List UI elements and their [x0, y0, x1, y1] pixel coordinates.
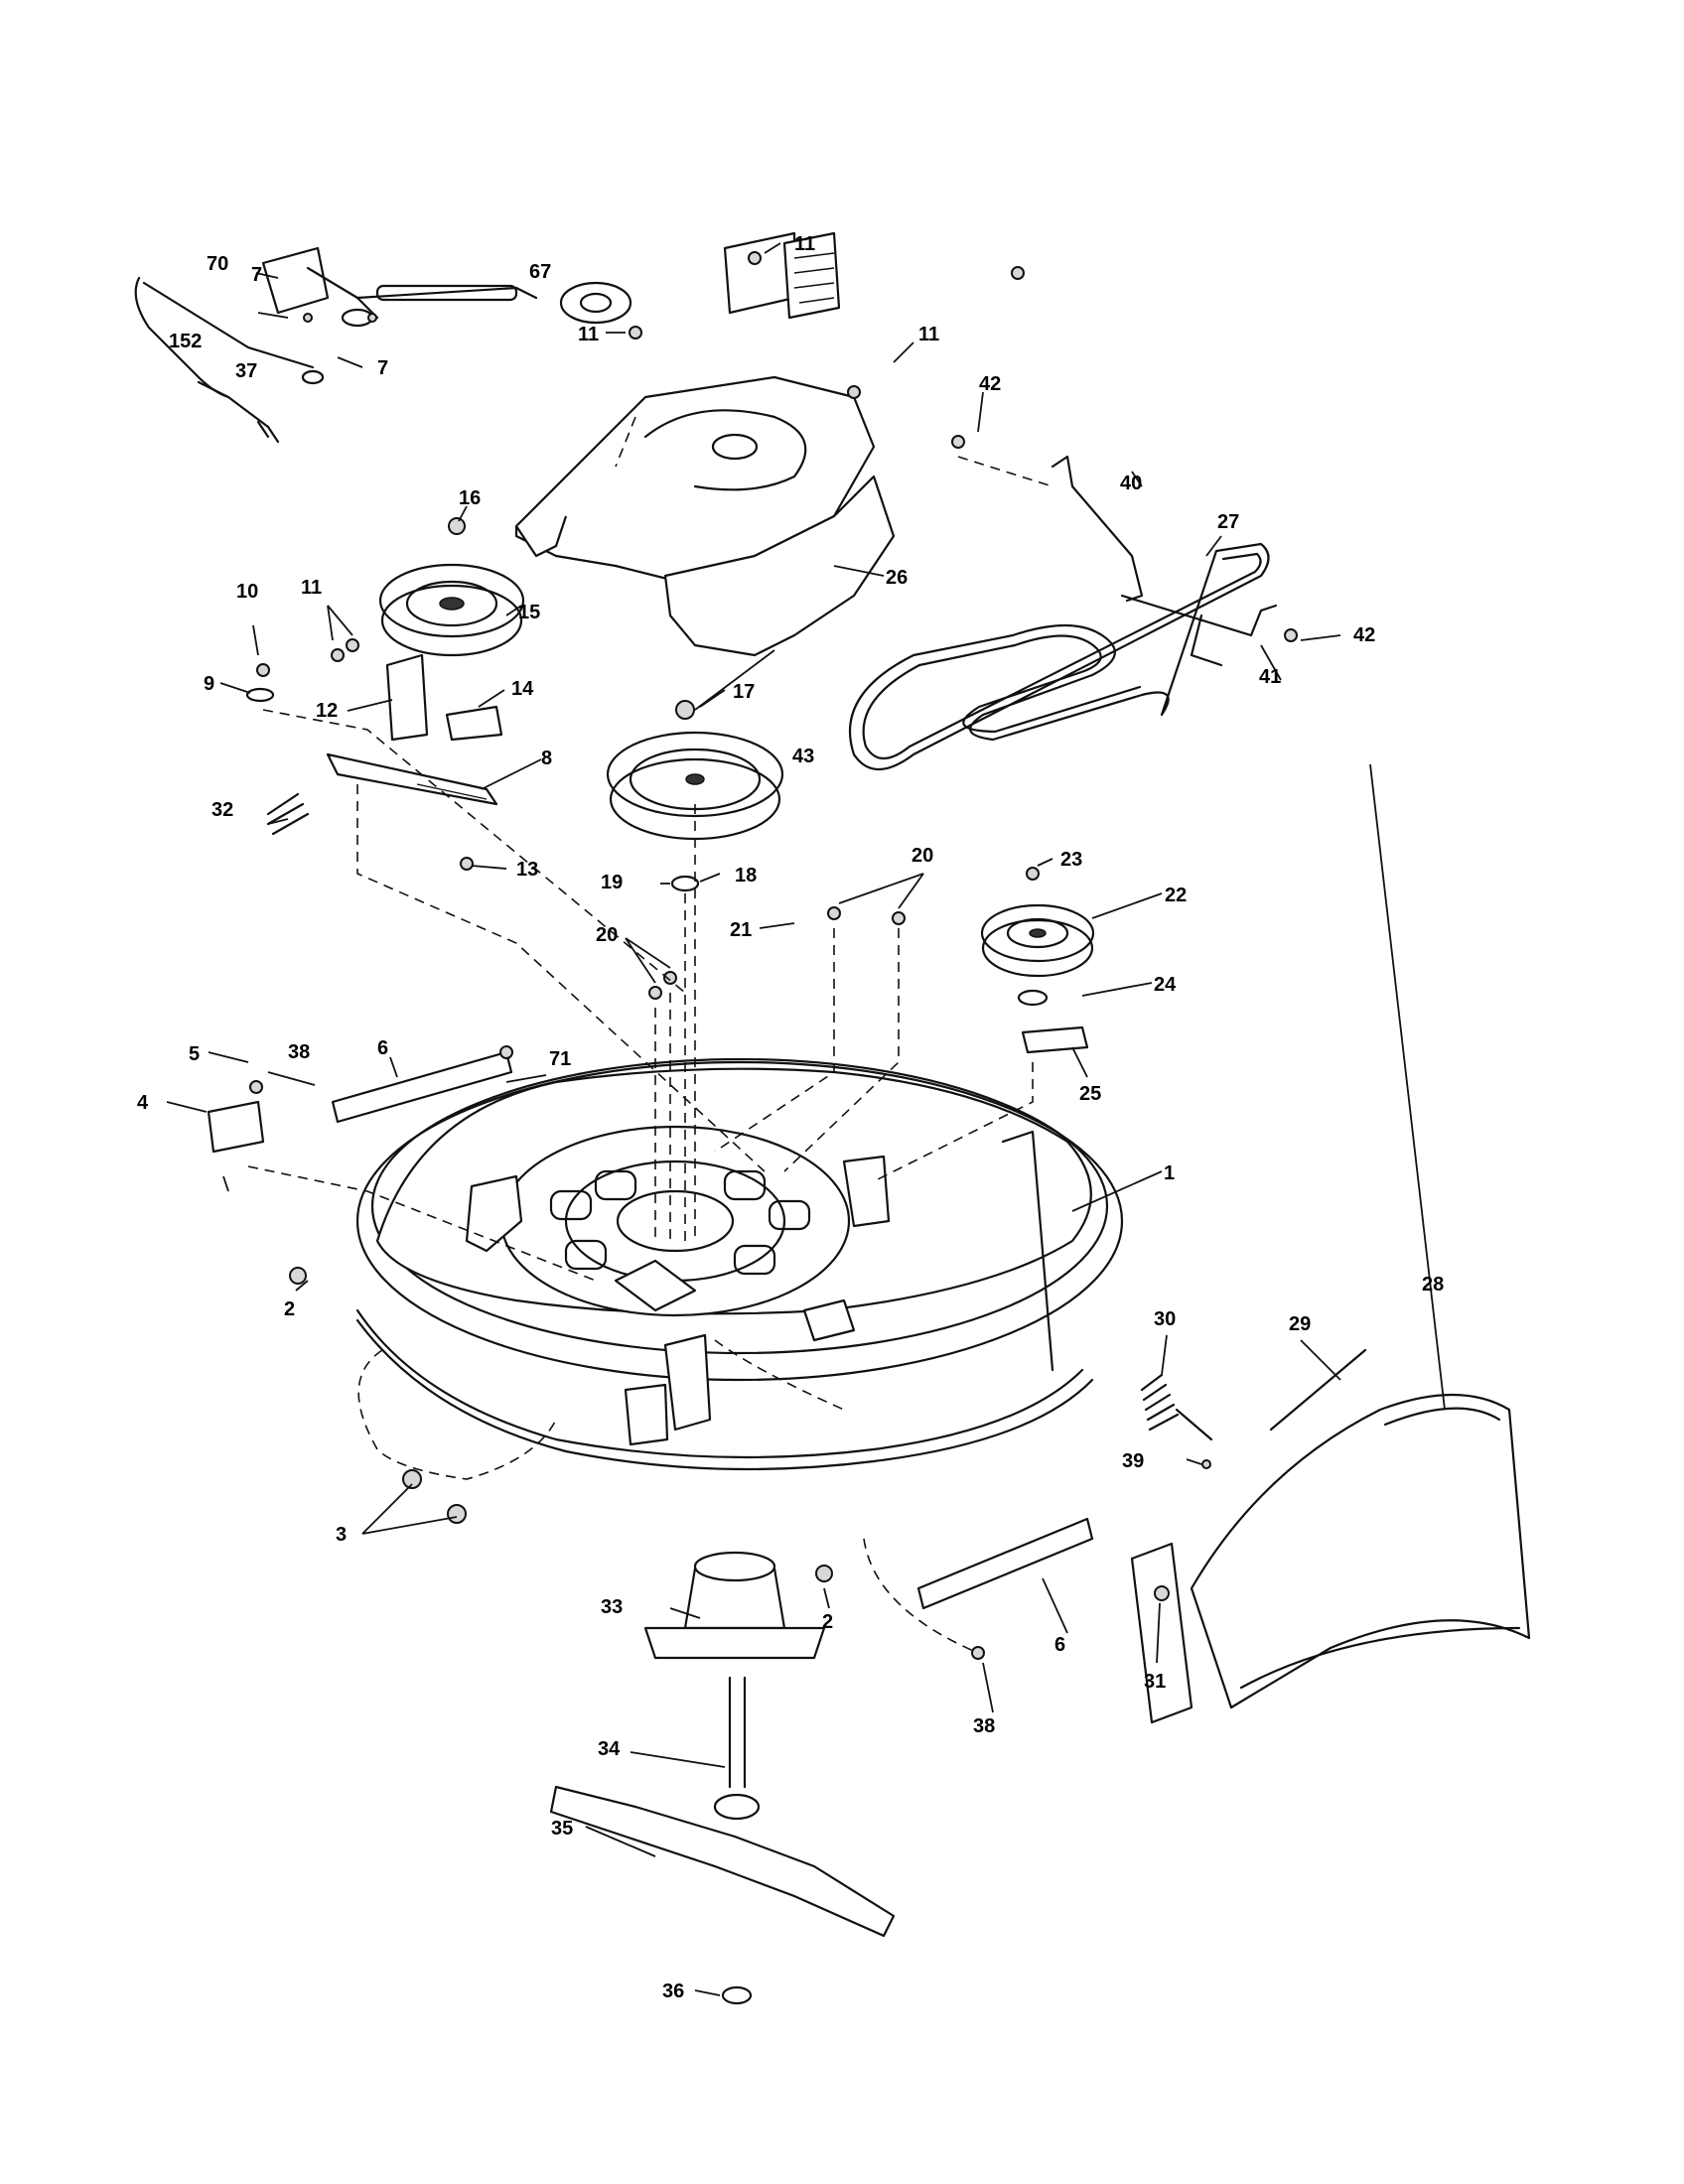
callout-2: 2 [284, 1298, 295, 1320]
spindle-assembly [643, 1551, 826, 1821]
callout-21: 21 [730, 919, 752, 941]
callout-20: 20 [912, 845, 933, 867]
callout-6: 6 [377, 1037, 388, 1059]
discharge-chute [1130, 1393, 1531, 1724]
callout-10: 10 [236, 581, 258, 603]
callout-1: 1 [1164, 1162, 1175, 1184]
callout-67: 67 [529, 261, 551, 283]
callout-43: 43 [792, 746, 814, 767]
callout-22: 22 [1165, 885, 1187, 906]
callout-35: 35 [551, 1818, 573, 1840]
callout-15: 15 [518, 602, 540, 623]
callout-7: 7 [377, 357, 388, 379]
callout-24: 24 [1154, 974, 1177, 996]
callout-16: 16 [459, 487, 481, 509]
callout-38: 38 [288, 1041, 310, 1063]
callout-9: 9 [204, 673, 214, 695]
callout-11: 11 [794, 233, 815, 255]
chute-spring-and-rod [1140, 1348, 1367, 1441]
callout-4: 4 [137, 1092, 149, 1114]
callout-11: 11 [301, 577, 322, 599]
deck-cover [514, 231, 896, 657]
callout-20: 20 [596, 924, 618, 946]
callout-12: 12 [316, 700, 338, 722]
callout-13: 13 [516, 859, 538, 881]
callout-5: 5 [189, 1043, 200, 1065]
callout-18: 18 [735, 865, 757, 887]
callout-38: 38 [973, 1715, 995, 1737]
callout-37: 37 [235, 360, 257, 382]
callout-26: 26 [886, 567, 908, 589]
callout-30: 30 [1154, 1308, 1176, 1330]
callout-25: 25 [1079, 1083, 1101, 1105]
mower-blade [549, 1785, 896, 2005]
callout-2: 2 [822, 1611, 833, 1633]
callout-8: 8 [541, 748, 552, 769]
callout-11: 11 [578, 324, 599, 345]
callout-42: 42 [1353, 624, 1375, 646]
callout-28: 28 [1422, 1274, 1444, 1296]
callout-70: 70 [207, 253, 228, 275]
idler-rods [1051, 455, 1278, 667]
idler-arm-assembly [266, 653, 503, 836]
callout-11: 11 [918, 324, 939, 345]
drive-belt [849, 542, 1270, 770]
callout-42: 42 [979, 373, 1001, 395]
callout-labels: 1 2 2 3 4 5 6 6 7 7 8 9 10 11 11 11 11 1… [137, 233, 1444, 2002]
callout-41: 41 [1259, 666, 1281, 688]
callout-39: 39 [1122, 1450, 1144, 1472]
alignment-lines [247, 416, 1053, 1654]
idler-pulley-15 [378, 563, 525, 657]
callout-19: 19 [601, 872, 623, 893]
callout-71: 71 [549, 1048, 571, 1070]
deck-hangers [207, 1050, 1094, 1610]
callout-6: 6 [1054, 1634, 1065, 1656]
callout-27: 27 [1217, 511, 1239, 533]
idler-pulley-22 [980, 903, 1095, 1054]
callout-29: 29 [1289, 1313, 1311, 1335]
callout-32: 32 [211, 799, 233, 821]
callout-3: 3 [336, 1524, 347, 1546]
callout-14: 14 [511, 678, 534, 700]
callout-31: 31 [1144, 1671, 1166, 1693]
mower-deck [355, 1057, 1124, 1471]
callout-7: 7 [251, 264, 262, 286]
callout-152: 152 [169, 331, 202, 352]
callout-33: 33 [601, 1596, 623, 1618]
deck-lift-assembly [134, 246, 632, 444]
callout-23: 23 [1060, 849, 1082, 871]
callout-leaders [166, 242, 1446, 1996]
callout-17: 17 [733, 681, 755, 703]
callout-34: 34 [598, 1738, 621, 1760]
callout-40: 40 [1120, 473, 1142, 494]
callout-36: 36 [662, 1980, 684, 2002]
